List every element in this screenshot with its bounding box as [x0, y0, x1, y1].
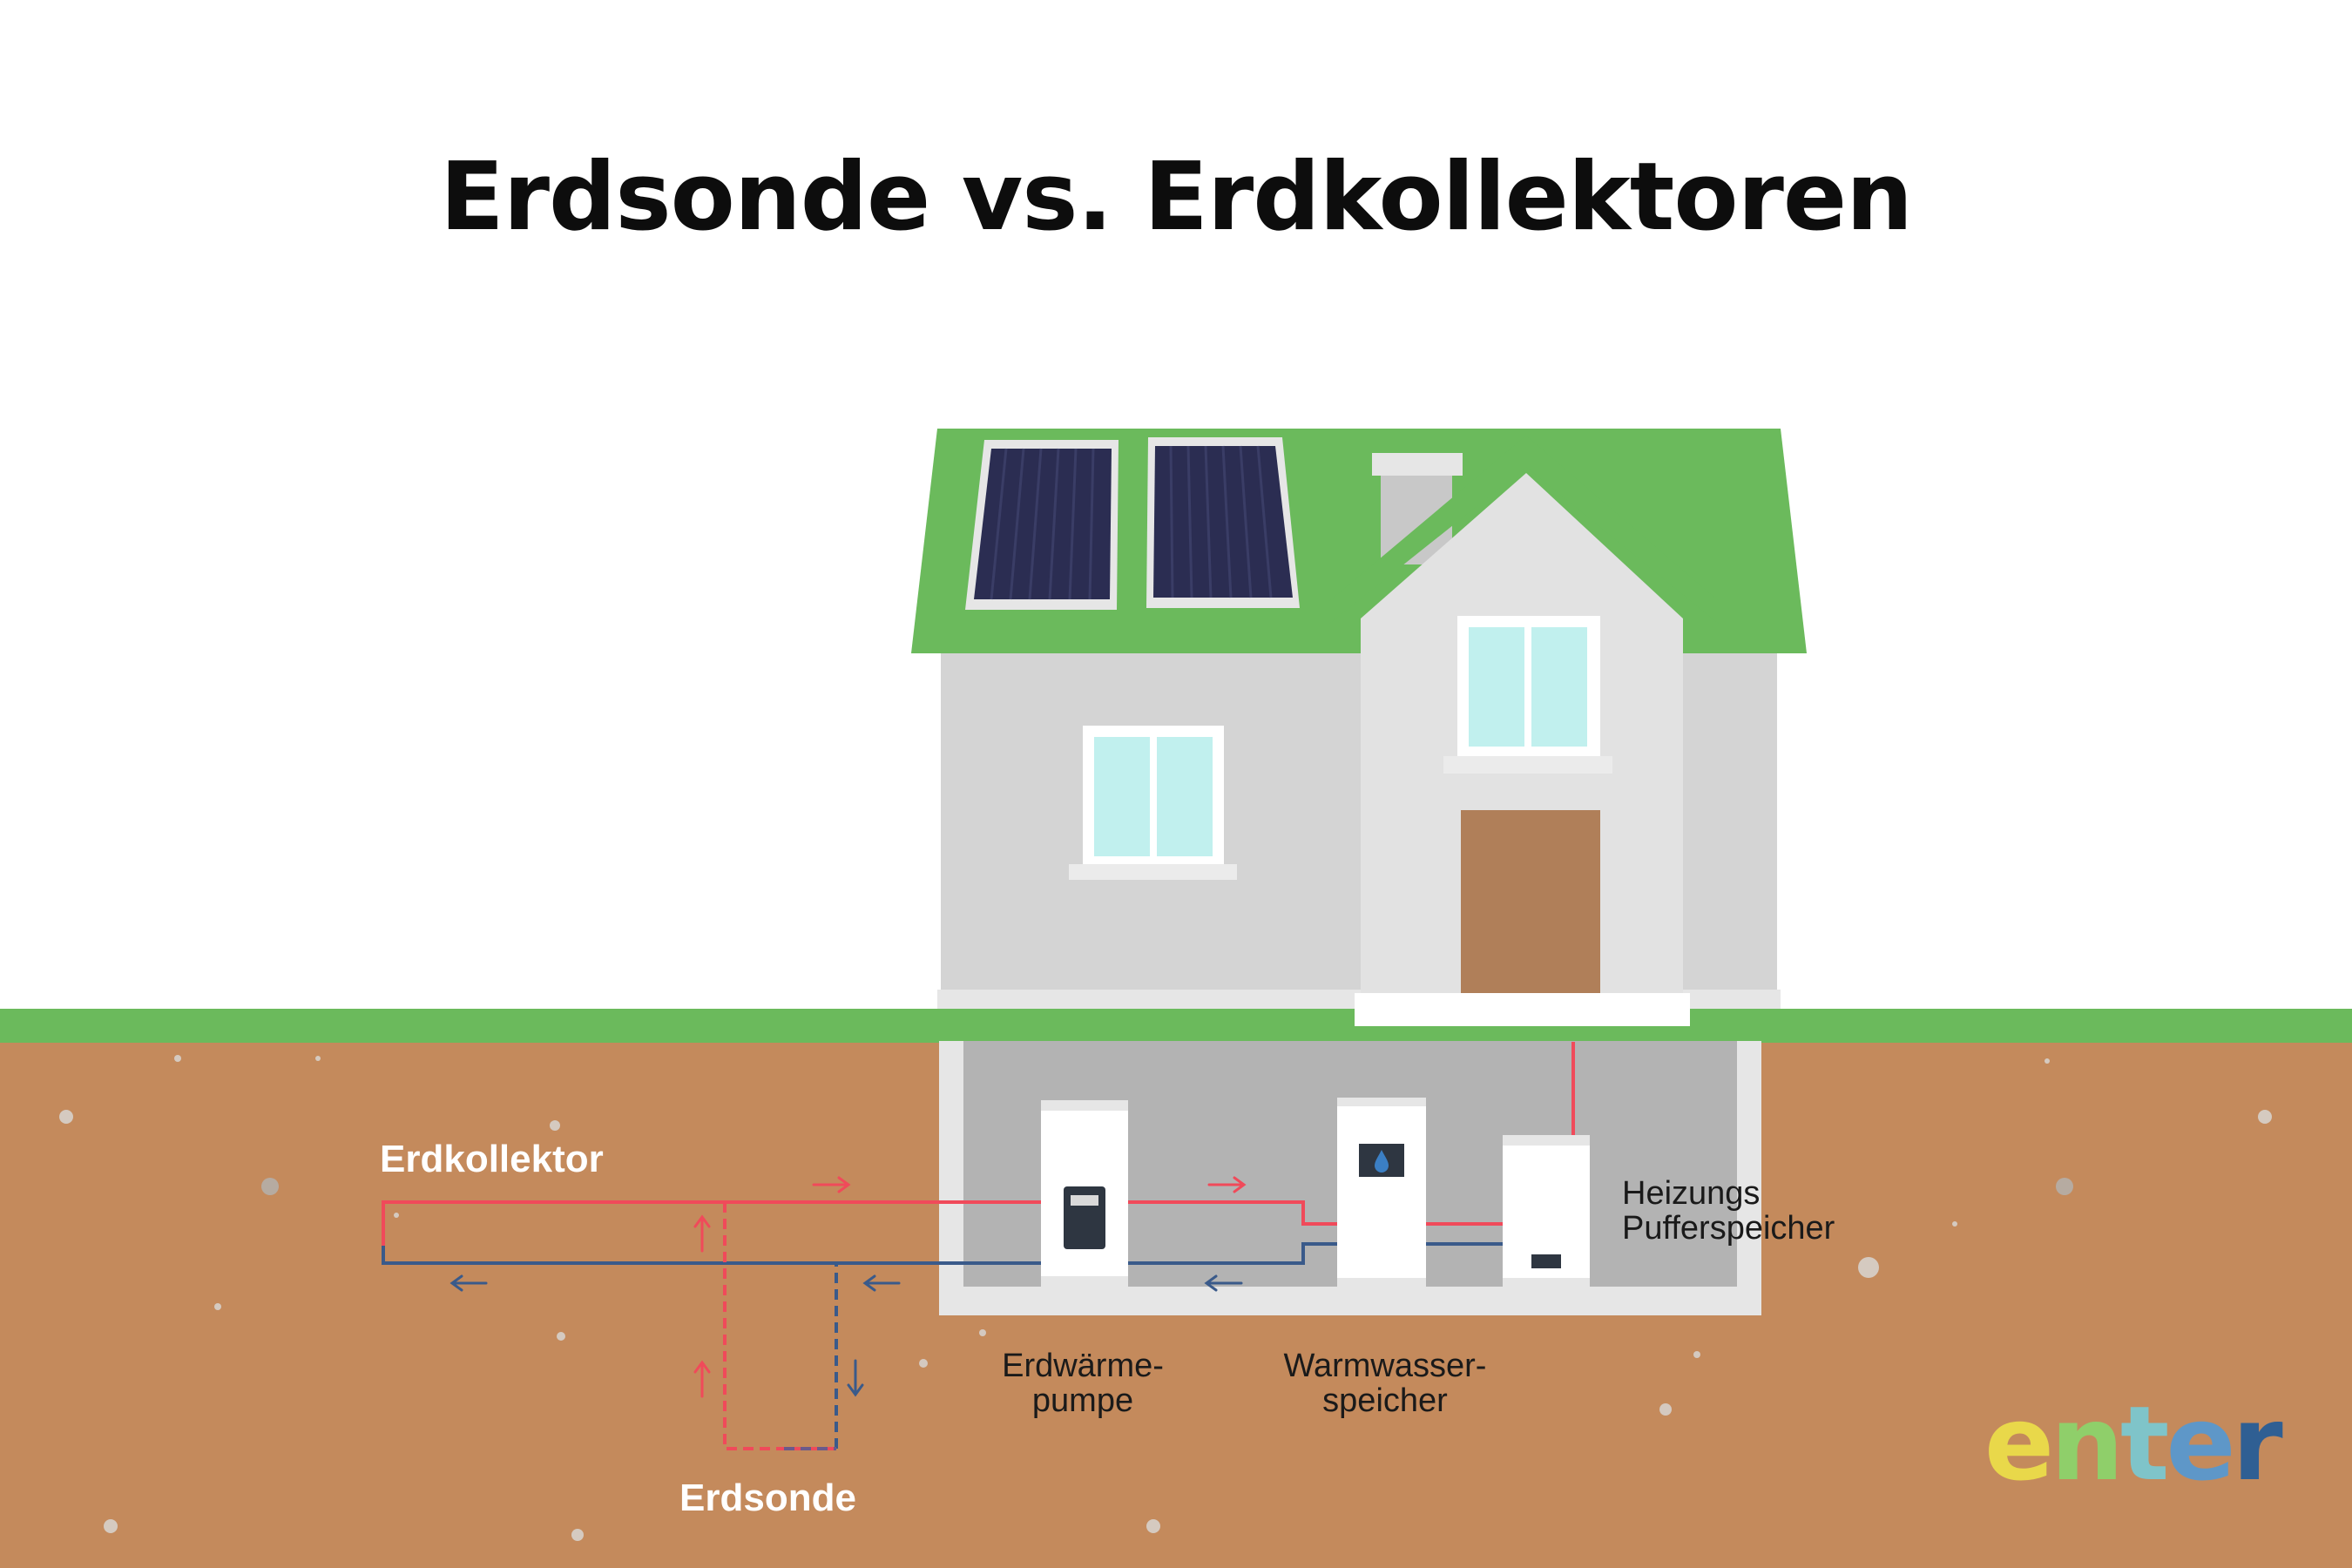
buffer-tank-unit [1503, 1135, 1590, 1287]
arrow-right-icon [1207, 1176, 1247, 1193]
buffer-tank-label-line2: Pufferspeicher [1622, 1210, 1835, 1247]
arrow-right-icon [812, 1176, 851, 1193]
erdsonde-label: Erdsonde [679, 1477, 856, 1519]
window-sill-upper [1443, 756, 1612, 774]
chimney-cap [1372, 453, 1463, 476]
door-step [1355, 993, 1690, 1026]
arrow-left-icon [862, 1274, 901, 1292]
water-drop-icon [1375, 1150, 1389, 1173]
logo-letter: e [1984, 1383, 2054, 1504]
heat-pump-label-line1: Erdwärme- [1002, 1348, 1164, 1384]
heat-pump-label-line2: pumpe [1031, 1382, 1134, 1419]
soil-speckles [59, 1055, 2272, 1541]
logo-letter: r [2232, 1383, 2283, 1504]
solar-panel-icon [965, 440, 1119, 610]
erdkollektor-label: Erdkollektor [380, 1138, 604, 1180]
page-title: Erdsonde vs. Erdkollektoren [440, 143, 1913, 252]
heat-pump-unit [1041, 1100, 1128, 1287]
logo-letter: n [2051, 1383, 2124, 1504]
heat-pump-label: Erdwärme- pumpe [965, 1348, 1200, 1418]
house [911, 429, 1807, 1026]
erdsonde-supply [723, 1202, 836, 1450]
buffer-tank-label: Heizungs Pufferspeicher [1622, 1176, 1835, 1246]
flow-arrows [449, 1176, 1247, 1398]
window-sill-left [1069, 864, 1237, 880]
hot-water-label-line1: Warmwasser- [1283, 1348, 1487, 1384]
enter-logo: enter [1984, 1383, 2283, 1504]
arrow-up-icon [693, 1214, 711, 1253]
hot-water-label: Warmwasser- speicher [1246, 1348, 1524, 1418]
solar-panel-icon [1146, 437, 1300, 608]
hot-water-label-line2: speicher [1322, 1382, 1448, 1419]
door [1461, 810, 1600, 1015]
buffer-tank-label-line1: Heizungs [1622, 1175, 1761, 1212]
grass-strip [0, 1009, 2352, 1043]
hot-water-tank-unit [1337, 1098, 1426, 1287]
logo-letter: e [2166, 1383, 2235, 1504]
arrow-left-icon [1204, 1274, 1243, 1292]
arrow-left-icon [449, 1274, 488, 1292]
arrow-up-icon [693, 1360, 711, 1398]
arrow-down-icon [847, 1359, 864, 1397]
logo-letter: t [2120, 1383, 2169, 1504]
